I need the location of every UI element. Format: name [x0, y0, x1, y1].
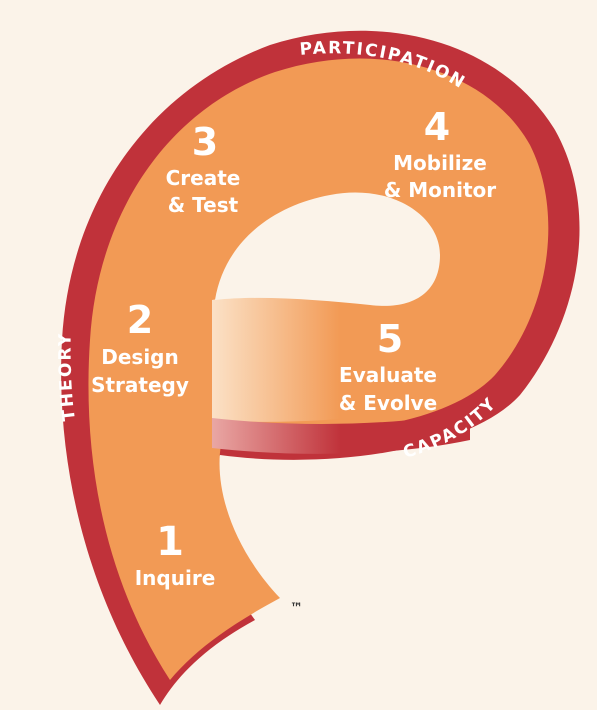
trademark-mark: ™: [290, 601, 303, 616]
step-3-line1: Create: [166, 166, 241, 190]
step-3: 3 Create & Test: [166, 120, 241, 217]
step-1-line1: Inquire: [135, 566, 216, 590]
step-2: 2 Design Strategy: [91, 298, 189, 397]
step-4-line1: Mobilize: [393, 151, 487, 175]
step-1: 1 Inquire: [135, 519, 216, 590]
step-5-number: 5: [377, 317, 403, 361]
step-5-line2: & Evolve: [339, 391, 437, 415]
inner-rim-fade: [212, 412, 470, 454]
step-2-line2: Strategy: [91, 373, 189, 397]
step-3-line2: & Test: [168, 193, 239, 217]
step-4-number: 4: [424, 105, 450, 149]
step-2-line1: Design: [101, 345, 178, 369]
step-5-line1: Evaluate: [339, 363, 437, 387]
step-4: 4 Mobilize & Monitor: [384, 105, 496, 202]
step-5: 5 Evaluate & Evolve: [339, 317, 437, 415]
p-hole: [215, 192, 440, 306]
step-1-number: 1: [156, 519, 184, 565]
step-4-line2: & Monitor: [384, 178, 496, 202]
step-3-number: 3: [192, 120, 218, 164]
step-2-number: 2: [127, 298, 153, 342]
theory-label: THEORY: [56, 332, 80, 422]
inner-loop-fade: [212, 296, 445, 422]
